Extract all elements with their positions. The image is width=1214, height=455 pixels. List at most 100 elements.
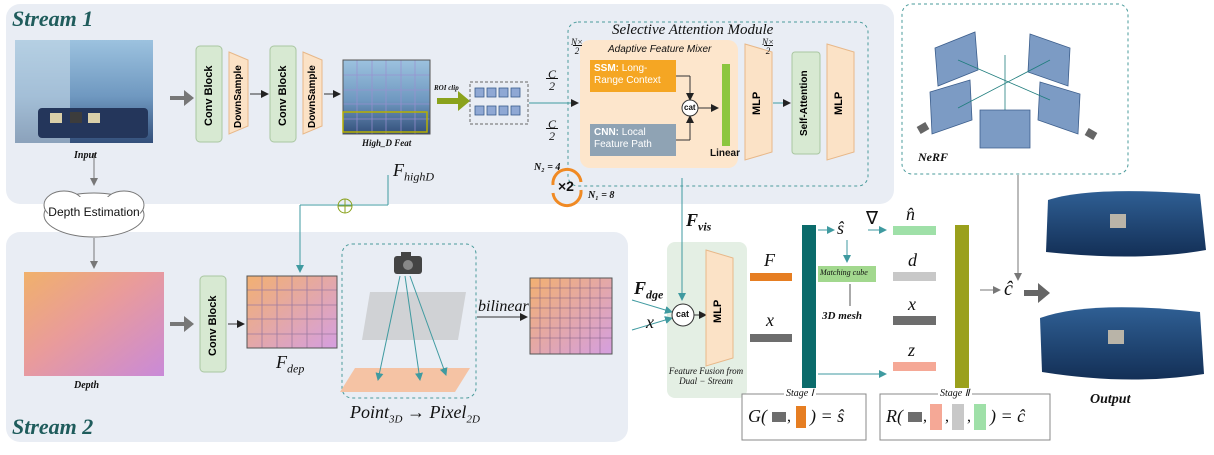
f-highd-label: FhighD	[393, 160, 434, 184]
d-label: d	[908, 250, 917, 270]
fusion-caption: Feature Fusion from Dual − Stream	[668, 366, 744, 386]
x-out-label: x	[908, 294, 916, 314]
repeat-loop-icon	[551, 167, 583, 208]
mesh-label: 3D mesh	[822, 310, 863, 322]
mlp-fusion	[705, 249, 734, 367]
depth-estimation-cloud	[43, 190, 145, 238]
point-to-pixel-label: Point3D → Pixel2D	[350, 402, 480, 426]
downsample-1-label: DownSample	[233, 65, 244, 129]
stage1-label: Stage Ⅰ	[784, 388, 816, 399]
stage2-label: Stage Ⅱ	[938, 388, 972, 399]
stream1-title: Stream 1	[12, 6, 94, 31]
r-eq-left: R(	[886, 406, 903, 426]
mlp-block-1	[744, 43, 773, 161]
projection-box	[341, 243, 477, 399]
bilinear-feature-map	[529, 277, 613, 355]
r-eq-comma-1: ,	[923, 408, 927, 425]
depth-label: Depth	[74, 380, 99, 391]
F-bar	[750, 273, 792, 281]
conv-block-depth	[199, 275, 227, 373]
matching-cube-box	[818, 266, 876, 282]
s-hat-label: ŝ	[837, 218, 845, 238]
roi-clip-label: ROI clip	[434, 84, 459, 92]
ssm-label: SSM: Long-Range Context	[594, 63, 661, 86]
fusion-cat-label: cat	[676, 309, 690, 319]
mlp-block-2	[826, 43, 855, 161]
fusion-mlp-label: MLP	[712, 299, 724, 323]
ssm-box	[590, 60, 676, 92]
nabla-label: ∇	[866, 208, 879, 228]
x2-label: ×2	[558, 178, 574, 194]
output-mesh-2	[1040, 307, 1204, 380]
c-over-2-top: C 2	[546, 67, 558, 93]
r-eq-comma-2: ,	[945, 408, 949, 425]
downsample-2-label: DownSample	[307, 65, 318, 129]
sam-title: Selective Attention Module	[612, 22, 774, 38]
z-bar	[893, 362, 936, 371]
nerf-panel	[901, 3, 1129, 175]
n-hat-label: n̂	[906, 204, 915, 224]
decoder-x-label: x	[766, 310, 774, 330]
n-over-2-a: N× 2	[571, 37, 584, 56]
self-attention-label: Self-Attention	[799, 70, 810, 136]
conv-block-1	[195, 45, 223, 143]
decoder-F-label: F	[764, 250, 775, 270]
linear-bar	[722, 64, 730, 146]
r-eq-right: ) = ĉ	[990, 406, 1026, 426]
nerf-views	[929, 31, 1081, 149]
olive-decoder-bar	[955, 225, 969, 395]
g-eq-comma: ,	[787, 408, 791, 425]
d-bar	[893, 272, 936, 281]
mlp2-label: MLP	[833, 91, 845, 115]
teal-decoder-bar	[802, 225, 816, 395]
mlp1-label: MLP	[751, 91, 763, 115]
f-dep-label: Fdep	[276, 352, 305, 376]
selective-attention-module	[567, 21, 869, 187]
n-over-2-b: N× 2	[762, 37, 775, 56]
n-hat-bar	[893, 226, 936, 235]
conv-block-2-label: Conv Block	[277, 65, 289, 127]
r-eq-comma-3: ,	[967, 408, 971, 425]
x-bar	[750, 334, 792, 342]
conv-block-depth-label: Conv Block	[207, 295, 219, 357]
fusion-x-label: x	[646, 312, 654, 332]
cnn-label: CNN: Local Feature Path	[594, 127, 652, 150]
g-eq-left: G(	[748, 406, 767, 426]
sam-cat-label: cat	[684, 103, 696, 112]
c-hat-label: ĉ	[1004, 278, 1013, 300]
depth-image	[24, 272, 164, 376]
downsample-2	[302, 51, 323, 135]
conv-block-2	[269, 45, 297, 143]
camera-icon	[394, 252, 422, 274]
output-mesh-1	[1046, 191, 1206, 257]
nerf-label: NeRF	[918, 150, 948, 164]
self-attention-block	[791, 51, 821, 155]
x-out-bar	[893, 316, 936, 325]
f-vis-label: Fvis	[686, 210, 712, 234]
depth-estimation-label: Depth Estimation	[48, 205, 140, 219]
input-label: Input	[74, 150, 97, 161]
pixel-plane	[340, 368, 470, 392]
stream2-title: Stream 2	[12, 414, 94, 439]
z-label: z	[908, 340, 916, 360]
downsample-1	[228, 51, 249, 135]
high-d-feat-map	[342, 59, 431, 135]
bilinear-label: bilinear	[478, 298, 529, 315]
input-image	[15, 40, 153, 143]
afm-title: Adaptive Feature Mixer	[608, 44, 712, 55]
c-over-2-bot: C 2	[546, 117, 558, 143]
g-eq-right: ) = ŝ	[810, 406, 845, 426]
point-plane	[362, 292, 466, 340]
output-label: Output	[1090, 392, 1131, 407]
linear-label: Linear	[710, 148, 741, 159]
depth-feature-map	[246, 275, 338, 349]
matching-cube-label: Matching cube	[820, 268, 868, 277]
n1-label: N₁ = 8	[588, 190, 615, 201]
cnn-box	[590, 124, 676, 156]
f-dge-label: Fdge	[634, 278, 664, 302]
n2-label: N₂ = 4	[534, 162, 561, 173]
high-d-feat-label: High_D Feat	[362, 138, 412, 148]
conv-block-1-label: Conv Block	[203, 65, 215, 127]
